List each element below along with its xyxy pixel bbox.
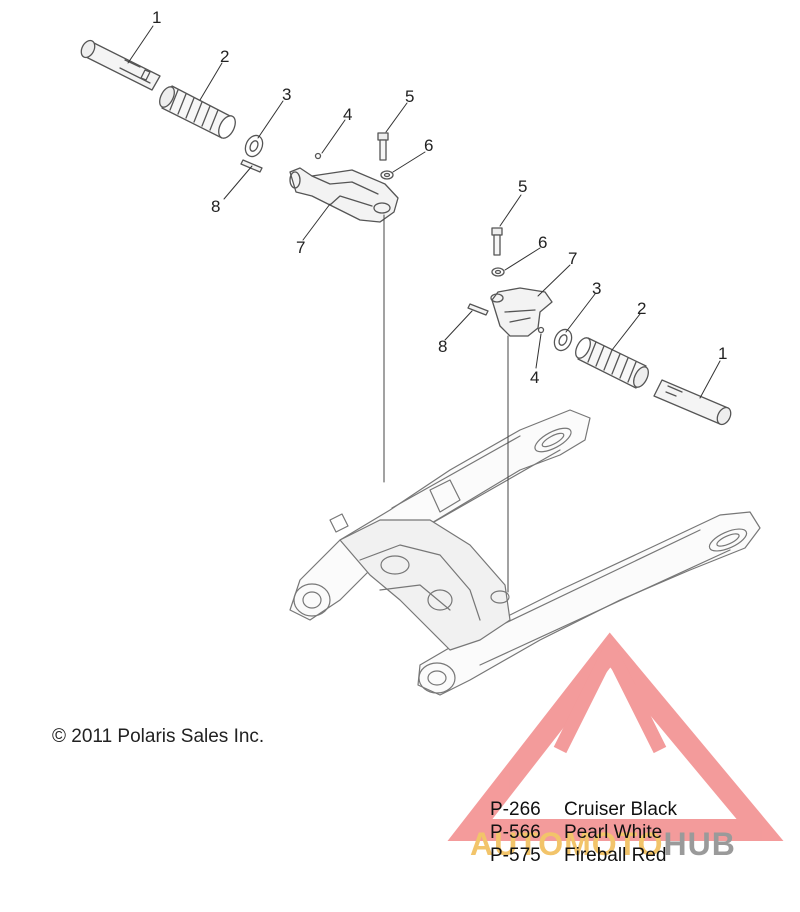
- callout-6-right: 6: [538, 233, 548, 252]
- legend-code: P-266: [490, 799, 541, 820]
- copyright-notice: © 2011 Polaris Sales Inc.: [52, 726, 265, 747]
- nut-left: [380, 170, 394, 180]
- legend-row: P-575 Fireball Red: [490, 844, 677, 867]
- peg-pin-left: [80, 39, 161, 91]
- washer-left: [244, 134, 264, 158]
- legend-row: P-566 Pearl White: [490, 821, 677, 844]
- callout-2-left: 2: [220, 47, 230, 66]
- legend-row: P-266 Cruiser Black: [490, 798, 677, 821]
- callout-6-left: 6: [424, 136, 434, 155]
- cotter-left: [314, 152, 322, 160]
- peg-rubber-right: [575, 337, 649, 389]
- callout-5-left: 5: [405, 87, 415, 106]
- callout-7-right: 7: [568, 249, 578, 268]
- legend-name: Fireball Red: [564, 845, 667, 866]
- legend-name: Pearl White: [564, 822, 663, 843]
- legend-code: P-566: [490, 822, 541, 843]
- watermark-logo: [447, 632, 784, 841]
- callout-8-left: 8: [211, 197, 221, 216]
- callout-7-left: 7: [296, 238, 306, 257]
- callout-3-left: 3: [282, 85, 292, 104]
- callout-8-right: 8: [438, 337, 448, 356]
- callout-4-right: 4: [530, 368, 540, 387]
- callout-2-right: 2: [637, 299, 647, 318]
- peg-rubber-left: [159, 85, 236, 139]
- bolt-right: [491, 227, 503, 256]
- swingarm: [289, 409, 761, 696]
- callout-1-left: 1: [152, 8, 162, 27]
- callout-leaders: [127, 25, 721, 399]
- bracket-left: [289, 167, 399, 223]
- washer-right: [553, 328, 573, 352]
- callout-4-left: 4: [343, 105, 353, 124]
- watermark-text: AUTOMOTOHUB: [470, 826, 736, 863]
- callout-1-right: 1: [718, 344, 728, 363]
- callout-5-right: 5: [518, 177, 528, 196]
- nut-right: [491, 267, 505, 277]
- callout-3-right: 3: [592, 279, 602, 298]
- cotter-right: [537, 326, 545, 334]
- color-legend: P-266 Cruiser Black P-566 Pearl White P-57…: [490, 798, 677, 867]
- legend-code: P-575: [490, 845, 541, 866]
- legend-name: Cruiser Black: [564, 799, 677, 820]
- bracket-right: [490, 287, 553, 337]
- watermark-text-hub: HUB: [663, 826, 736, 862]
- pin-right: [467, 303, 489, 316]
- peg-pin-right: [653, 379, 732, 426]
- alignment-lines: [383, 214, 509, 593]
- bolt-left: [377, 132, 389, 161]
- watermark-text-main: AUTOMOTO: [470, 826, 664, 862]
